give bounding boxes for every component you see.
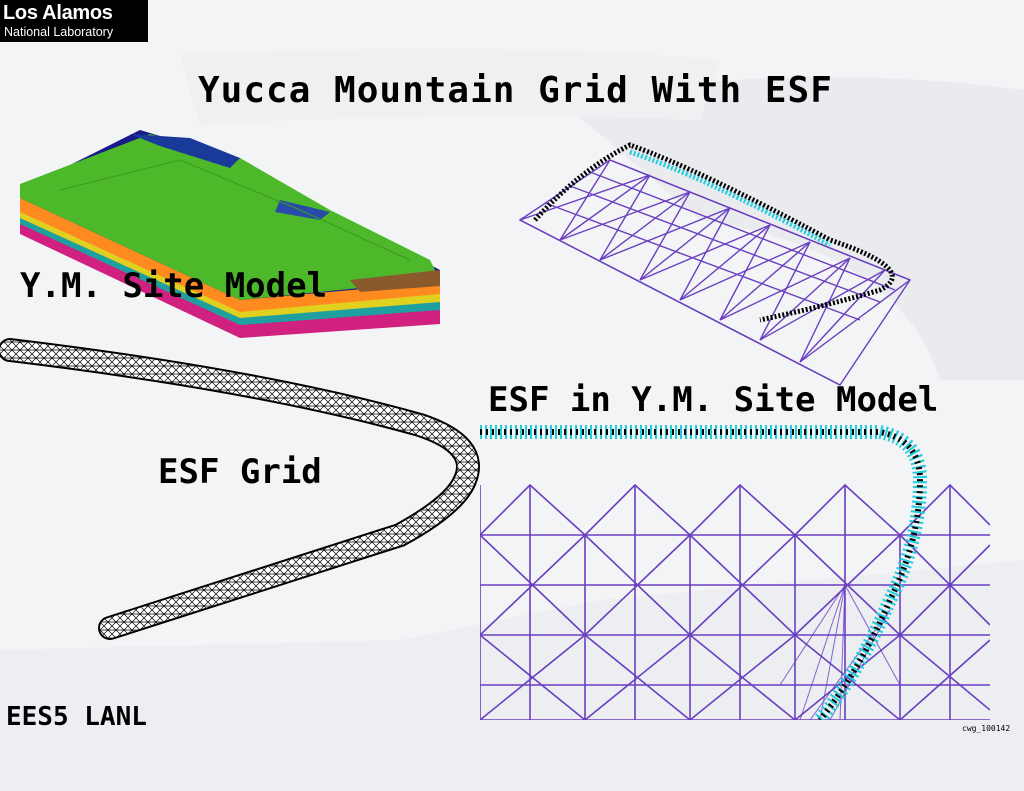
site-model-render xyxy=(20,130,440,338)
lanl-logo: Los Alamos National Laboratory xyxy=(0,0,148,42)
esf-in-site-model-closeup xyxy=(480,425,990,720)
figure-title: Yucca Mountain Grid With ESF xyxy=(198,70,833,111)
logo-line2: National Laboratory xyxy=(4,25,114,39)
site-model-label: Y.M. Site Model xyxy=(20,266,328,306)
esf-in-site-model-overview xyxy=(518,142,912,386)
esf-in-site-model-label: ESF in Y.M. Site Model xyxy=(488,380,939,420)
image-id-label: cwg_100142 xyxy=(962,724,1011,733)
credit-label: EES5 LANL xyxy=(6,702,147,732)
esf-grid-label: ESF Grid xyxy=(158,452,322,492)
esf-grid-render xyxy=(0,338,480,640)
logo-line1: Los Alamos xyxy=(3,2,113,24)
